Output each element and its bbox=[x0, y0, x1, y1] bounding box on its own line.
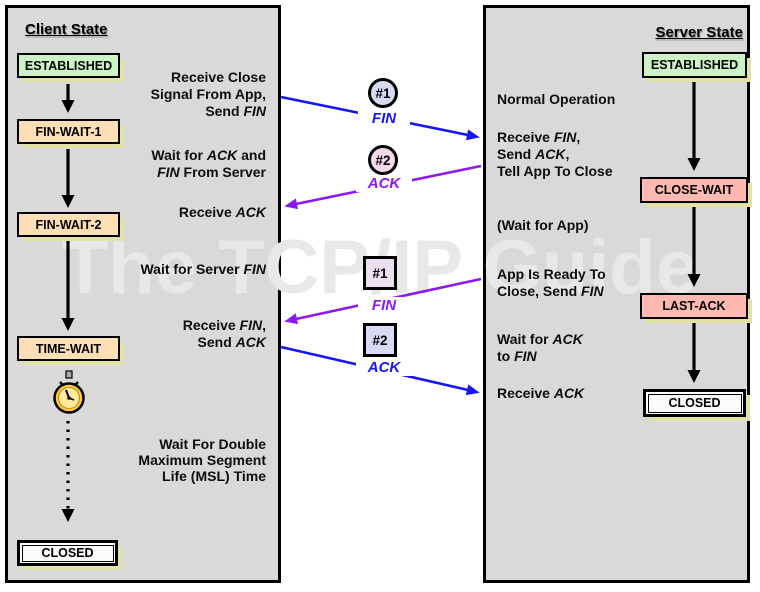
state-box-client-time-wait: TIME-WAIT bbox=[17, 336, 120, 361]
state-box-client-closed-label: CLOSED bbox=[21, 544, 114, 562]
server-note-wait-for-app: (Wait for App) bbox=[497, 217, 589, 233]
state-box-server-close-wait: CLOSE-WAIT bbox=[640, 177, 748, 203]
state-box-client-closed: CLOSED bbox=[17, 540, 118, 566]
server-note-receive-fin: Receive FIN, Send ACK, Tell App To Close bbox=[497, 129, 613, 179]
msg-badge-1-circle: #1 bbox=[368, 78, 398, 108]
client-note-wait-ack-fin: Wait for ACK and FIN From Server bbox=[151, 147, 266, 180]
client-panel bbox=[5, 5, 281, 583]
msg-label-ack-2: ACK bbox=[356, 359, 412, 376]
msg-label-fin-1: FIN bbox=[358, 110, 410, 127]
state-box-client-fin-wait-2: FIN-WAIT-2 bbox=[17, 212, 120, 237]
state-box-server-established: ESTABLISHED bbox=[642, 52, 747, 78]
client-note-send-fin: Receive Close Signal From App, Send FIN bbox=[150, 69, 266, 119]
client-note-msl-wait: Wait For Double Maximum Segment Life (MS… bbox=[138, 436, 266, 484]
server-note-normal-operation: Normal Operation bbox=[497, 91, 616, 107]
server-note-wait-ack: Wait for ACK to FIN bbox=[497, 331, 583, 364]
client-note-wait-server-fin: Wait for Server FIN bbox=[140, 261, 266, 277]
client-note-receive-fin-send-ack: Receive FIN, Send ACK bbox=[182, 317, 266, 350]
server-panel-title: Server State bbox=[655, 24, 743, 41]
state-box-client-established: ESTABLISHED bbox=[17, 53, 120, 78]
state-box-server-closed: CLOSED bbox=[643, 389, 746, 417]
msg-label-fin-2: FIN bbox=[358, 297, 410, 314]
msg-badge-2-circle: #2 bbox=[368, 145, 398, 175]
state-box-server-closed-label: CLOSED bbox=[647, 393, 742, 413]
stopwatch-icon bbox=[53, 370, 85, 414]
msg-badge-1-square: #1 bbox=[363, 256, 397, 290]
msg-label-ack-1: ACK bbox=[356, 175, 412, 192]
server-note-app-ready: App Is Ready To Close, Send FIN bbox=[497, 266, 606, 299]
client-note-receive-ack: Receive ACK bbox=[178, 204, 266, 220]
msg-badge-2-square: #2 bbox=[363, 323, 397, 357]
client-panel-title: Client State bbox=[25, 21, 108, 38]
state-box-server-last-ack: LAST-ACK bbox=[640, 293, 748, 319]
state-box-client-fin-wait-1: FIN-WAIT-1 bbox=[17, 119, 120, 144]
server-note-receive-ack: Receive ACK bbox=[497, 385, 585, 401]
